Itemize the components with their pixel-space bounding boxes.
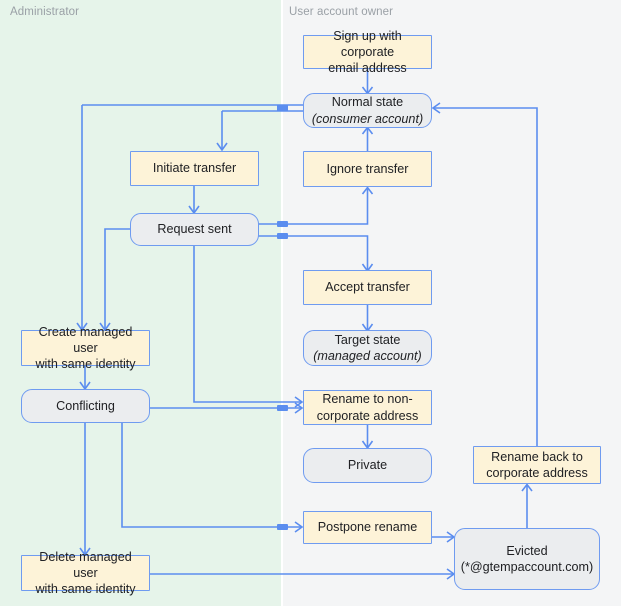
node-ignore-transfer[interactable]: Ignore transfer (303, 151, 432, 187)
node-normal-state[interactable]: Normal state(consumer account) (303, 93, 432, 128)
node-target-state-label: Target state(managed account) (313, 332, 422, 363)
arrowhead-postpone-rename (294, 521, 304, 533)
node-conflicting[interactable]: Conflicting (21, 389, 150, 423)
node-postpone-rename[interactable]: Postpone rename (303, 511, 432, 544)
junction-postpone-left (277, 524, 288, 530)
node-target-state[interactable]: Target state(managed account) (303, 330, 432, 366)
node-private[interactable]: Private (303, 448, 432, 483)
edge-renameback-to-normalstate (434, 107, 538, 446)
node-private-label: Private (347, 458, 388, 473)
junction-request-right-a (277, 221, 288, 227)
node-evicted-label: Evicted(*@gtempaccount.com) (460, 543, 594, 574)
node-rename-to-non-corporate-address[interactable]: Rename to non-corporate address (303, 390, 432, 425)
node-accept-transfer-label: Accept transfer (325, 280, 410, 295)
arrowhead-rename-back (521, 483, 533, 492)
node-request-sent[interactable]: Request sent (130, 213, 259, 246)
node-initiate-transfer-label: Initiate transfer (152, 161, 237, 176)
arrowhead-rename-noncorp-b (294, 402, 304, 414)
edge-conflicting-to-postpone (121, 423, 301, 528)
swimlane-label-administrator: Administrator (10, 6, 80, 18)
edge-request-to-accept (258, 235, 369, 270)
junction-conflicting-right (277, 405, 288, 411)
node-request-sent-label: Request sent (157, 222, 232, 237)
swimlane-administrator (0, 0, 281, 606)
node-evicted[interactable]: Evicted(*@gtempaccount.com) (454, 528, 600, 590)
edge-request-to-ignore (258, 188, 369, 225)
edge-request-to-rename-noncorp (193, 246, 301, 403)
node-initiate-transfer[interactable]: Initiate transfer (130, 151, 259, 186)
node-postpone-rename-label: Postpone rename (317, 520, 418, 535)
node-conflicting-label: Conflicting (56, 398, 115, 413)
arrowhead-normalstate-right (431, 102, 441, 114)
arrowhead-initiate-transfer (216, 142, 228, 152)
node-normal-state-label: Normal state(consumer account) (311, 95, 424, 126)
junction-request-right-b (277, 233, 288, 239)
arrowhead-ignore-transfer (361, 186, 374, 195)
edge-request-to-createmanaged (104, 228, 130, 329)
node-ignore-transfer-label: Ignore transfer (326, 161, 409, 176)
node-accept-transfer[interactable]: Accept transfer (303, 270, 432, 305)
node-rename-noncorp-label: Rename to non-corporate address (316, 392, 419, 423)
junction-normalstate-left (277, 104, 288, 112)
swimlane-label-user-account-owner: User account owner (289, 6, 394, 18)
